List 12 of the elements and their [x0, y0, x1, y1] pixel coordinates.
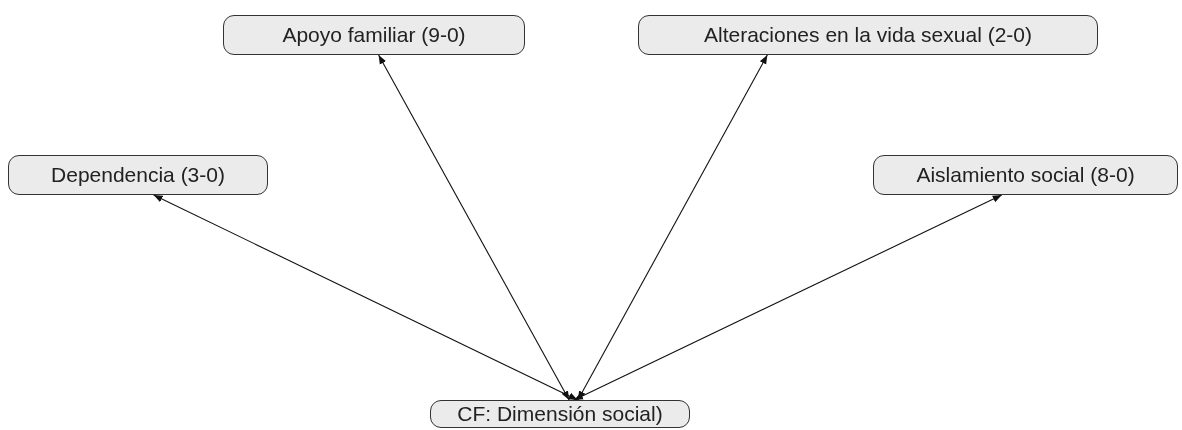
- rounded-box: [430, 400, 690, 428]
- node-label: Dependencia (3-0): [51, 163, 225, 187]
- rounded-box: [8, 155, 268, 195]
- rounded-box: [873, 155, 1178, 195]
- node-label: Apoyo familiar (9-0): [282, 23, 466, 47]
- node-label: CF: Dimensión social): [457, 402, 663, 426]
- node-label: Alteraciones en la vida sexual (2-0): [704, 23, 1032, 47]
- double-arrow: [573, 194, 1003, 401]
- double-arrow: [378, 54, 570, 401]
- rounded-box: [638, 15, 1098, 55]
- rounded-box: [223, 15, 525, 55]
- node-label: Aislamiento social (8-0): [916, 163, 1135, 187]
